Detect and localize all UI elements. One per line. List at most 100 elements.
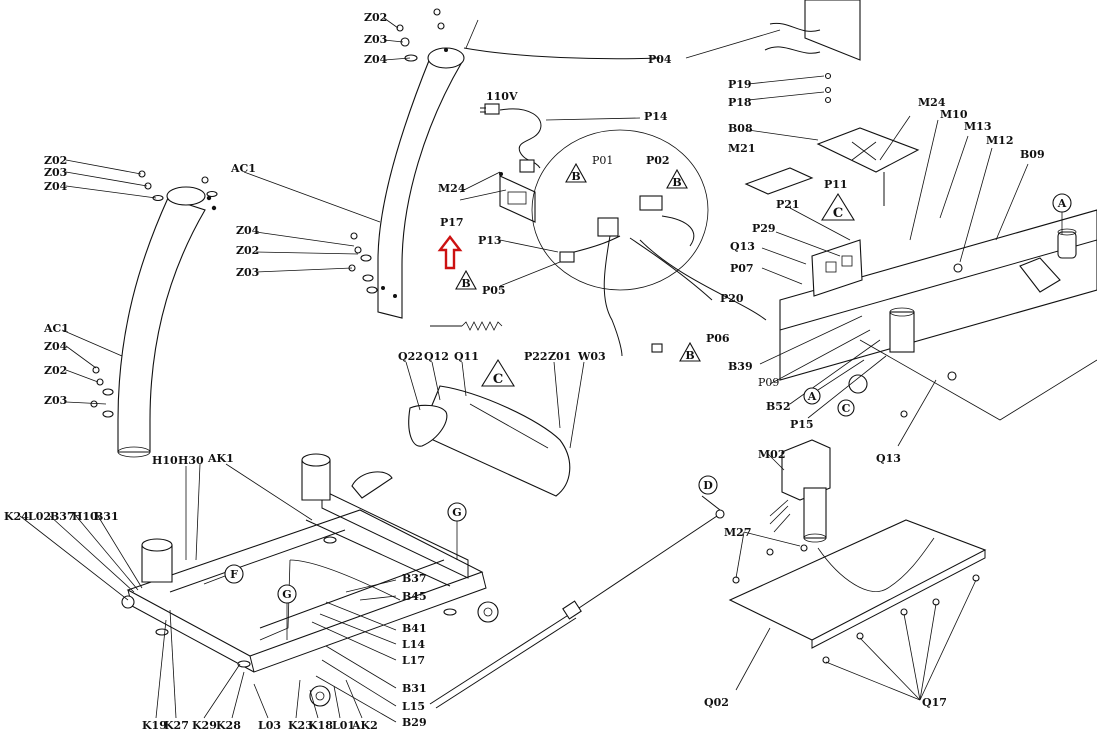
label-p14: P14 [644, 110, 668, 123]
svg-text:A: A [807, 390, 817, 403]
label-z03-top: Z03 [364, 33, 387, 46]
label-b45: B45 [402, 590, 427, 603]
label-ac1-top: AC1 [230, 162, 256, 175]
ref-triangle-c2: C [481, 358, 515, 387]
svg-text:B: B [461, 277, 470, 290]
label-q12: Q12 [424, 350, 449, 363]
spring-p22 [430, 321, 503, 331]
right-upright-tube [377, 47, 465, 319]
part-labels: Z02 Z03 Z04 P04 110V P14 Z02 Z03 Z04 AC1… [4, 11, 1045, 732]
label-p11: P11 [824, 178, 848, 191]
label-p17: P17 [440, 216, 464, 229]
label-b08: B08 [728, 122, 753, 135]
label-k29: K29 [192, 719, 217, 732]
label-ak2: AK2 [351, 719, 378, 732]
label-k18: K18 [308, 719, 333, 732]
label-l01: L01 [332, 719, 355, 732]
label-h10-a: H10 [152, 454, 178, 467]
label-p06: P06 [706, 332, 730, 345]
label-q13-b: Q13 [876, 452, 901, 465]
label-p01: P01 [592, 154, 613, 167]
label-p02: P02 [646, 154, 670, 167]
label-k27: K27 [164, 719, 189, 732]
label-q17: Q17 [922, 696, 947, 709]
label-b41: B41 [402, 622, 427, 635]
label-q13-a: Q13 [730, 240, 755, 253]
label-p22: P22 [524, 350, 548, 363]
label-m02: M02 [758, 448, 785, 461]
label-z01: Z01 [548, 350, 571, 363]
fastener-stack-low [90, 366, 114, 418]
label-k28: K28 [216, 719, 241, 732]
motor-bracket-top [764, 0, 861, 104]
red-up-arrow-icon [437, 235, 463, 270]
ref-marker-f: F [203, 564, 244, 585]
ref-triangle-c1: C [821, 192, 855, 221]
svg-text:B: B [672, 176, 681, 189]
frame-post-left [141, 538, 173, 583]
lift-motor [769, 439, 831, 543]
label-q02: Q02 [704, 696, 729, 709]
label-p20: P20 [720, 292, 744, 305]
leader-lines [19, 17, 1029, 723]
label-k19: K19 [142, 719, 167, 732]
ref-marker-c1: C [837, 399, 855, 417]
p04-wire [463, 47, 661, 60]
fastener-stack-mid [348, 232, 378, 294]
frame-post-right [301, 453, 331, 501]
wheels-and-feet [121, 536, 499, 707]
svg-text:C: C [842, 402, 851, 415]
label-p29: P29 [752, 222, 776, 235]
svg-text:C: C [493, 372, 503, 387]
label-z04-low: Z04 [44, 340, 68, 353]
label-p09: P09 [758, 376, 779, 389]
motor-plate-b08 [816, 127, 920, 206]
label-k24: K24 [4, 510, 29, 523]
svg-text:D: D [703, 479, 713, 492]
label-l02: L02 [28, 510, 51, 523]
label-z02-low: Z02 [44, 364, 67, 377]
label-l03: L03 [258, 719, 281, 732]
label-p19: P19 [728, 78, 752, 91]
label-z03-left: Z03 [44, 166, 67, 179]
svg-text:C: C [833, 206, 843, 221]
motor-hood-tray [728, 519, 987, 664]
label-m10: M10 [940, 108, 968, 121]
label-z04-mid: Z04 [236, 224, 260, 237]
ref-marker-g1: G [447, 502, 467, 560]
label-b29: B29 [402, 716, 427, 729]
label-h30: H30 [178, 454, 204, 467]
svg-text:B: B [685, 349, 694, 362]
control-board [499, 172, 536, 223]
power-cord [480, 103, 542, 173]
label-b09: B09 [1020, 148, 1045, 161]
base-frame [126, 489, 487, 673]
svg-text:F: F [230, 568, 238, 581]
label-w03: W03 [577, 350, 606, 363]
label-l15: L15 [402, 700, 425, 713]
label-b37-b: B37 [402, 572, 427, 585]
label-p13: P13 [478, 234, 502, 247]
label-z04-top: Z04 [364, 53, 388, 66]
ref-marker-d: D [698, 475, 718, 495]
label-m24-b: M24 [918, 96, 946, 109]
label-z03-low: Z03 [44, 394, 67, 407]
label-ac1-left: AC1 [43, 322, 69, 335]
label-m24-a: M24 [438, 182, 466, 195]
label-z02-top: Z02 [364, 11, 387, 24]
label-b39: B39 [728, 360, 753, 373]
label-k23: K23 [288, 719, 313, 732]
deck-frame-right [779, 209, 1097, 421]
label-p15: P15 [790, 418, 814, 431]
ref-marker-g2: G [277, 584, 297, 640]
label-m27: M27 [724, 526, 751, 539]
lift-rod [429, 495, 725, 709]
label-110v: 110V [486, 90, 518, 103]
label-z03-mid: Z03 [236, 266, 259, 279]
label-b37-a: B37 [50, 510, 75, 523]
label-p05: P05 [482, 284, 506, 297]
ref-triangle-b2: B [666, 168, 688, 189]
label-strip-m21 [744, 167, 814, 195]
label-z04-left: Z04 [44, 180, 68, 193]
